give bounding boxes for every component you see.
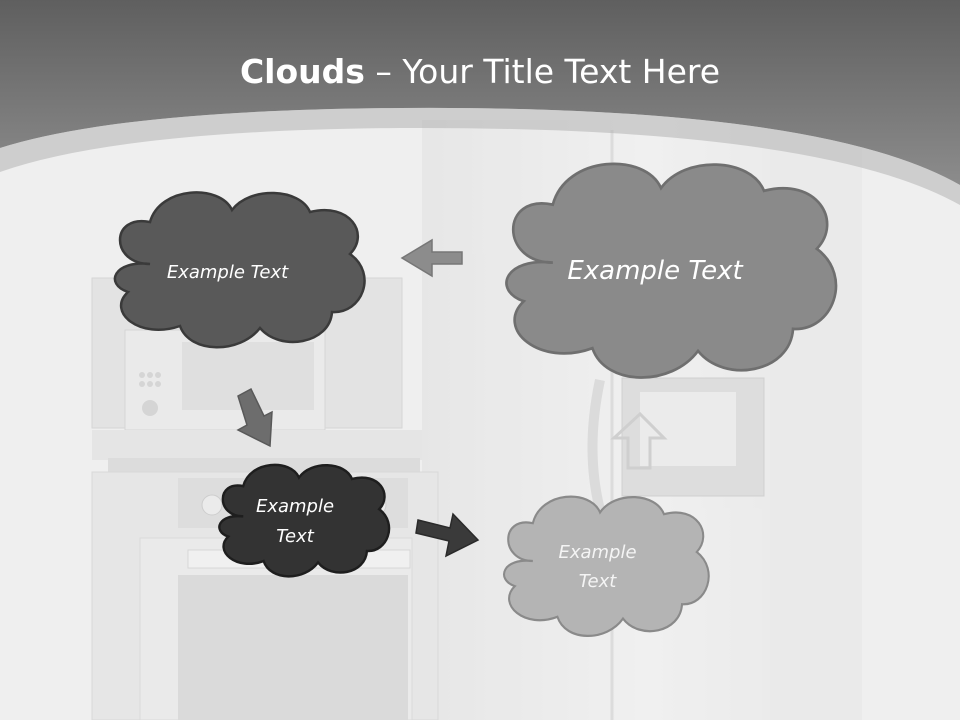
arrow-up-icon bbox=[610, 411, 668, 470]
header-band bbox=[0, 0, 960, 185]
cloud-shape-4 bbox=[503, 495, 710, 638]
cloud-3-text: Example Text bbox=[230, 492, 360, 552]
cloud-shape-3 bbox=[218, 463, 391, 578]
arrow-right-icon bbox=[415, 512, 480, 558]
cloud-1-text: Example Text bbox=[166, 262, 289, 283]
title-rest: – Your Title Text Here bbox=[364, 52, 721, 91]
cloud-shape-2 bbox=[505, 162, 838, 379]
cloud-3-text-line: Example Text bbox=[255, 496, 335, 547]
slide-title: Clouds – Your Title Text Here bbox=[0, 52, 960, 91]
cloud-4-text: Example Text bbox=[525, 538, 670, 596]
title-bold: Clouds bbox=[239, 52, 365, 91]
cloud-shape-1 bbox=[113, 191, 366, 349]
cloud-4-text-line: Example Text bbox=[558, 542, 637, 592]
arrow-left-icon bbox=[400, 238, 463, 278]
arrow-down-icon bbox=[236, 387, 273, 448]
cloud-2-text: Example Text bbox=[567, 256, 743, 286]
